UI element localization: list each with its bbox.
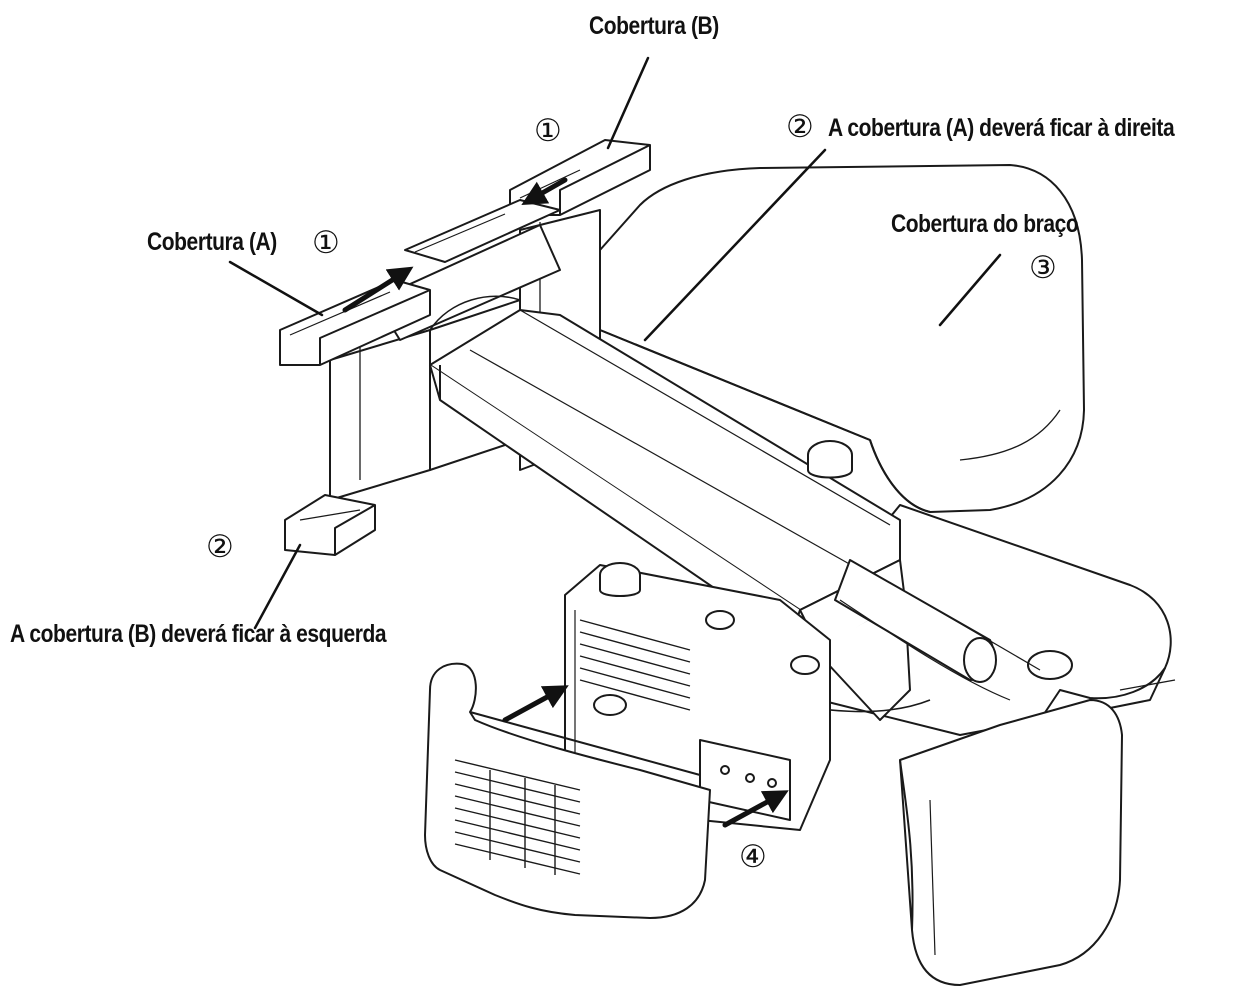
label-cover-b-left: A cobertura (B) deverá ficar à esquerda: [10, 620, 387, 648]
step-2-right-marker: ②: [786, 109, 814, 145]
leader-cover-a: [228, 260, 324, 317]
label-cover-a: Cobertura (A): [147, 228, 277, 256]
step-3-marker: ③: [1029, 250, 1057, 286]
arrow-cover-b-slide: [521, 177, 568, 205]
leader-cover-b-left: [253, 543, 302, 630]
projector-vent: [579, 619, 691, 711]
bottom-right-cover: [899, 699, 1123, 986]
step-1-top-marker: ①: [534, 113, 562, 149]
extension-arm: [429, 309, 911, 721]
leader-cover-a-right: [643, 148, 827, 342]
lower-left-block: [284, 494, 376, 556]
upper-rail: [404, 199, 561, 263]
step-1-left-marker: ①: [312, 225, 340, 261]
front-cover-vent: [454, 759, 581, 875]
leader-lines: [228, 56, 1002, 630]
label-arm-cover: Cobertura do braço: [891, 210, 1079, 238]
step-4-marker: ④: [739, 839, 767, 875]
adjustment-knobs: [599, 440, 1073, 680]
label-cover-a-right: A cobertura (A) deverá ficar à direita: [828, 114, 1175, 142]
label-cover-b: Cobertura (B): [589, 12, 719, 40]
leader-arm-cover: [938, 253, 1002, 327]
arrow-front-cover-attach: [502, 685, 569, 723]
leader-cover-b: [606, 56, 650, 150]
arrow-cover-a-slide: [342, 266, 414, 313]
step-2-left-marker: ②: [206, 529, 234, 565]
motion-arrows: [342, 177, 789, 828]
arrow-connector-attach: [722, 790, 789, 828]
front-cover: [424, 662, 711, 919]
arm-tube: [834, 559, 1041, 701]
